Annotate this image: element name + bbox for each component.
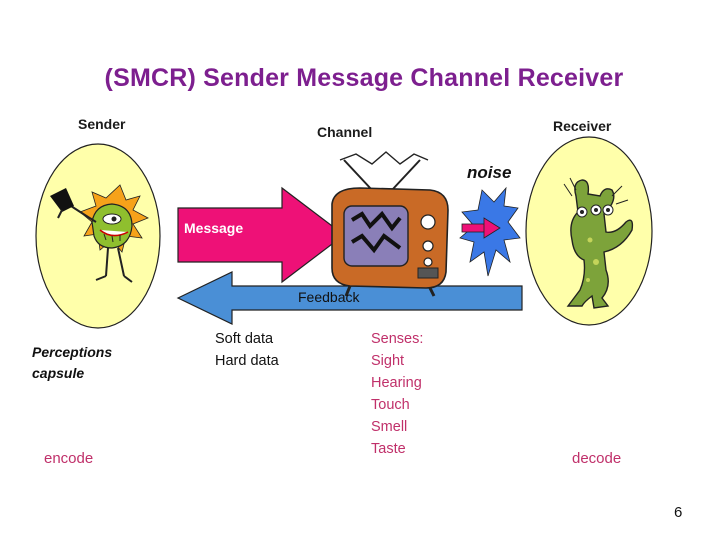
feedback-arrow: [176, 271, 523, 325]
decode-label: decode: [572, 450, 622, 467]
sense-item: Sight: [371, 353, 405, 369]
receiver-cartoon-icon: [563, 177, 634, 309]
noise-label: noise: [467, 163, 512, 182]
perceptions-line1: Perceptions: [32, 344, 113, 360]
perceptions-capsule-label: Perceptions capsule: [32, 342, 112, 384]
sense-item: Taste: [371, 441, 406, 457]
data-type-item: Soft data: [215, 331, 274, 347]
receiver-label: Receiver: [553, 118, 612, 134]
sender-label: Sender: [78, 116, 126, 132]
sender-cartoon-icon: [50, 184, 149, 283]
feedback-label: Feedback: [298, 289, 360, 305]
encode-label: encode: [44, 450, 94, 467]
message-label: Message: [184, 220, 244, 236]
data-type-item: Hard data: [215, 353, 279, 369]
data-types-list: Soft data Hard data: [215, 328, 279, 372]
message-arrow: [177, 186, 345, 284]
noise-burst-icon: [459, 186, 521, 277]
sense-item: Touch: [371, 397, 410, 413]
channel-label: Channel: [317, 124, 373, 140]
sense-item: Hearing: [371, 375, 422, 391]
perceptions-line2: capsule: [32, 365, 85, 381]
television-icon: [331, 151, 449, 297]
senses-list: Senses: Sight Hearing Touch Smell Taste: [371, 328, 423, 460]
page-number: 6: [674, 504, 683, 521]
slide-title: (SMCR) Sender Message Channel Receiver: [104, 64, 624, 92]
sense-item: Smell: [371, 419, 408, 435]
senses-heading: Senses:: [371, 331, 424, 347]
